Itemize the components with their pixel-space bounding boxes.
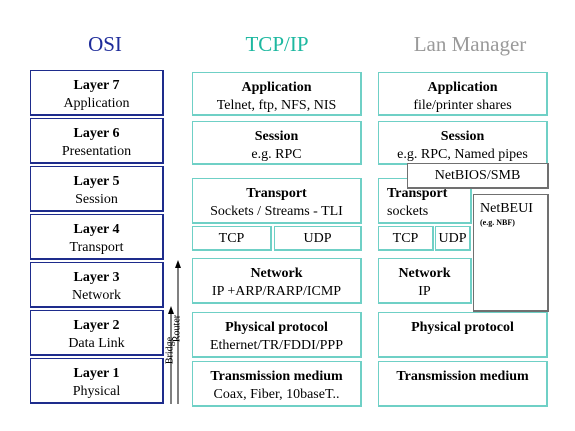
lan-network-title: Network <box>398 266 451 281</box>
lan-udp: UDP <box>435 226 471 251</box>
lan-application-title: Application <box>427 80 498 95</box>
lan-network: Network IP <box>378 258 472 304</box>
tcpip-network-detail: IP +ARP/RARP/ICMP <box>211 284 342 299</box>
tcpip-physical-protocol: Physical protocol Ethernet/TR/FDDI/PPP <box>192 312 362 358</box>
lan-transport-detail: sockets <box>387 204 429 219</box>
osi-layer-7-name: Application <box>63 96 130 111</box>
osi-layer-6-name: Presentation <box>61 144 132 159</box>
tcpip-header: TCP/IP <box>245 32 309 56</box>
lan-medium-title: Transmission medium <box>396 369 529 384</box>
osi-layer-3: Layer 3 Network <box>30 262 164 308</box>
tcpip-udp-label: UDP <box>303 231 332 246</box>
osi-header: OSI <box>88 32 122 56</box>
osi-layer-7-title: Layer 7 <box>73 78 120 93</box>
lan-manager-header: Lan Manager <box>413 32 527 56</box>
lan-transmission-medium: Transmission medium <box>378 361 548 407</box>
bridge-arrowhead-icon <box>168 306 174 314</box>
lan-session: Session e.g. RPC, Named pipes <box>378 121 548 165</box>
tcpip-transmission-medium: Transmission medium Coax, Fiber, 10baseT… <box>192 361 362 407</box>
tcpip-transport-detail: Sockets / Streams - TLI <box>210 204 343 219</box>
tcpip-medium-title: Transmission medium <box>210 369 343 384</box>
tcpip-physical-title: Physical protocol <box>225 320 328 335</box>
tcpip-tcp-label: TCP <box>218 231 245 246</box>
osi-layer-1-name: Physical <box>72 384 121 399</box>
osi-layer-3-name: Network <box>72 288 121 303</box>
lan-session-detail: e.g. RPC, Named pipes <box>397 147 528 162</box>
tcpip-network: Network IP +ARP/RARP/ICMP <box>192 258 362 304</box>
lan-physical-title: Physical protocol <box>411 320 514 335</box>
tcpip-application-title: Application <box>241 80 312 95</box>
osi-layer-4-title: Layer 4 <box>73 222 120 237</box>
tcpip-session-title: Session <box>254 129 299 144</box>
osi-layer-1-title: Layer 1 <box>73 366 120 381</box>
lan-netbios-label: NetBIOS/SMB <box>434 168 521 183</box>
osi-layer-7: Layer 7 Application <box>30 70 164 116</box>
tcpip-physical-detail: Ethernet/TR/FDDI/PPP <box>209 338 343 353</box>
tcpip-medium-detail: Coax, Fiber, 10baseT.. <box>213 387 340 402</box>
tcpip-transport-title: Transport <box>246 186 307 201</box>
lan-netbeui-title: NetBEUI <box>480 201 533 216</box>
osi-layer-5-title: Layer 5 <box>73 174 120 189</box>
osi-layer-2-name: Data Link <box>68 336 125 351</box>
lan-physical-protocol: Physical protocol <box>378 312 548 358</box>
osi-layer-2-title: Layer 2 <box>73 318 120 333</box>
router-arrowhead-icon <box>175 260 181 268</box>
tcpip-udp: UDP <box>274 226 362 251</box>
osi-layer-1: Layer 1 Physical <box>30 358 164 404</box>
lan-netbios-smb: NetBIOS/SMB <box>407 163 549 189</box>
router-label: Router <box>171 314 183 343</box>
osi-layer-6: Layer 6 Presentation <box>30 118 164 164</box>
osi-layer-4-name: Transport <box>69 240 124 255</box>
lan-tcp-label: TCP <box>392 231 419 246</box>
tcpip-session-detail: e.g. RPC <box>251 147 302 162</box>
tcpip-session: Session e.g. RPC <box>192 121 362 165</box>
osi-layer-2: Layer 2 Data Link <box>30 310 164 356</box>
tcpip-network-title: Network <box>250 266 303 281</box>
tcpip-tcp: TCP <box>192 226 272 251</box>
lan-application: Application file/printer shares <box>378 72 548 116</box>
lan-netbeui-detail: (e.g. NBF) <box>480 218 515 227</box>
tcpip-application: Application Telnet, ftp, NFS, NIS <box>192 72 362 116</box>
lan-netbeui: NetBEUI (e.g. NBF) <box>473 194 549 312</box>
lan-transport-title: Transport <box>387 186 448 201</box>
tcpip-transport: Transport Sockets / Streams - TLI <box>192 178 362 224</box>
lan-application-detail: file/printer shares <box>413 98 512 113</box>
osi-layer-6-title: Layer 6 <box>73 126 120 141</box>
lan-udp-label: UDP <box>438 231 467 246</box>
osi-layer-5: Layer 5 Session <box>30 166 164 212</box>
tcpip-application-detail: Telnet, ftp, NFS, NIS <box>216 98 337 113</box>
osi-layer-3-title: Layer 3 <box>73 270 120 285</box>
lan-tcp: TCP <box>378 226 434 251</box>
osi-layer-5-name: Session <box>75 192 118 207</box>
lan-network-detail: IP <box>418 284 431 299</box>
osi-layer-4: Layer 4 Transport <box>30 214 164 260</box>
lan-session-title: Session <box>440 129 485 144</box>
